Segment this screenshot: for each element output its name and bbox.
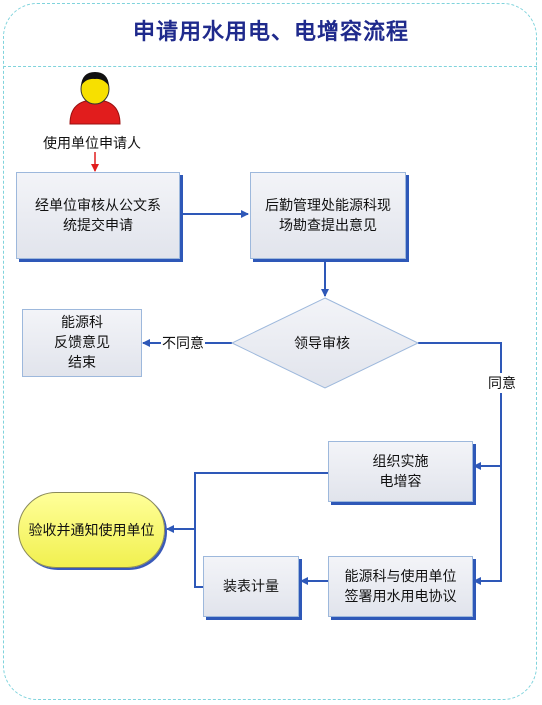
arrow-implement-finish (166, 472, 329, 533)
edge-label-disagree: 不同意 (161, 333, 205, 353)
decision-label: 领导审核 (294, 336, 350, 352)
decision-diamond (230, 297, 420, 389)
arrow-meter-finish (194, 529, 205, 588)
arrow-decision-agreement (473, 466, 502, 585)
step-install-meter: 装表计量 (203, 556, 299, 617)
edge-label-agree: 同意 (486, 373, 518, 393)
step-implement-capacity: 组织实施 电增容 (328, 441, 473, 502)
diagram-frame (3, 3, 537, 700)
terminal-acceptance-notify: 验收并通知使用单位 (18, 492, 165, 568)
arrow-decision-implement (418, 342, 502, 470)
step-sign-agreement: 能源科与使用单位 签署用水用电协议 (328, 556, 473, 617)
step-site-survey: 后勤管理处能源科现 场勘查提出意见 (250, 172, 406, 259)
diagram-title: 申请用水用电、电增容流程 (132, 20, 409, 45)
step-submit-application: 经单位审核从公文系 统提交申请 (16, 172, 180, 259)
person-icon (69, 72, 121, 125)
applicant-label: 使用单位申请人 (43, 136, 141, 152)
step-reject-feedback: 能源科 反馈意见 结束 (22, 309, 142, 377)
title-bar (3, 3, 537, 67)
